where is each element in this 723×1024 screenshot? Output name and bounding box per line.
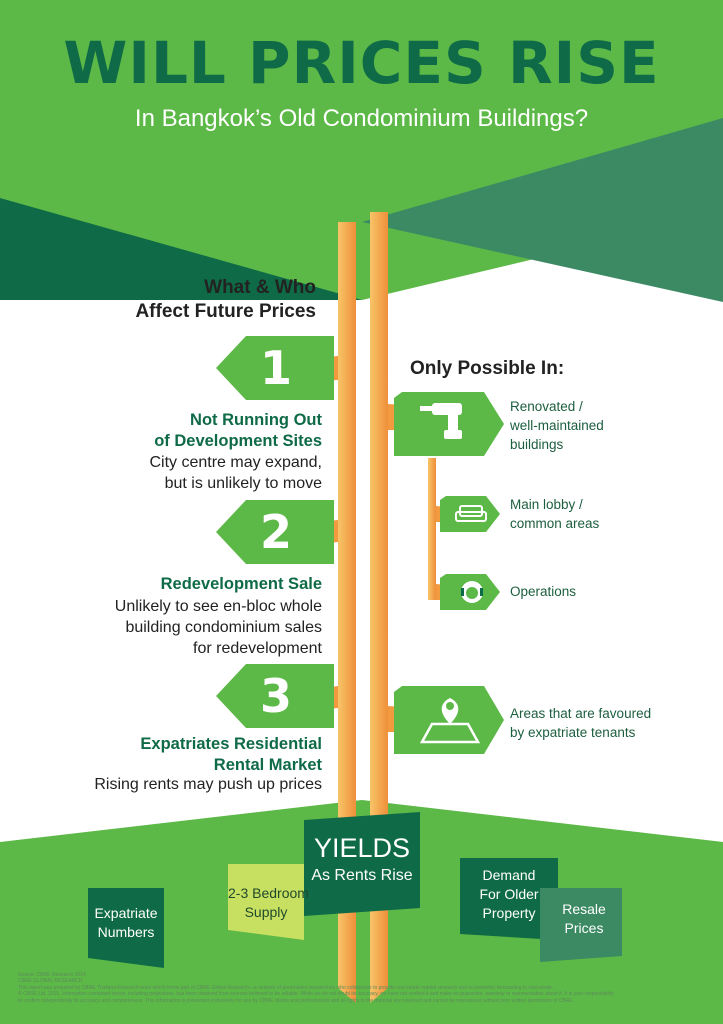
factor-2-title-line: Redevelopment Sale xyxy=(160,575,322,593)
condition-lobby: Main lobby / common areas xyxy=(510,495,599,533)
sofa-icon xyxy=(455,505,487,522)
factor-3-description-line: Rising rents may push up prices xyxy=(94,776,322,793)
expatriate-label-line: Numbers xyxy=(97,924,155,940)
yields-subtitle: As Rents Rise xyxy=(311,867,413,884)
resale-box xyxy=(540,888,622,962)
map-pin-icon xyxy=(419,698,481,744)
factor-number-3: 3 xyxy=(259,669,292,723)
factor-2-description-line: for redevelopment xyxy=(193,640,322,657)
factor-2-title: Redevelopment Sale xyxy=(52,574,322,595)
orange-branch-bar xyxy=(428,458,436,600)
yields-title: YIELDS xyxy=(313,833,411,863)
section-heading-line: What & Who xyxy=(204,277,316,298)
drill-icon xyxy=(420,403,462,439)
factor-1-description-line: City centre may expand, xyxy=(149,454,322,471)
orange-bar-right xyxy=(370,212,388,1003)
factor-2-description-line: building condominium sales xyxy=(125,619,322,636)
footer-line: CBRE GLOBAL RESEARCH xyxy=(18,978,83,985)
conditions-heading: Only Possible In: xyxy=(410,358,565,379)
condition-operations-line: Operations xyxy=(510,584,577,599)
factor-3-title-line: Rental Market xyxy=(213,756,322,774)
bedroom-label-line: 2-3 Bedroom xyxy=(228,885,309,901)
factor-1-description-line: but is unlikely to move xyxy=(164,475,322,492)
resale-label-line: Resale xyxy=(562,901,606,917)
number-arrow-2 xyxy=(216,500,334,564)
footer-line: to confirm independently its accuracy an… xyxy=(18,997,575,1004)
factor-1-title-line: Not Running Out xyxy=(190,411,322,429)
condition-renovated-line: well-maintained xyxy=(510,418,604,433)
condition-areas-line: by expatriate tenants xyxy=(510,725,636,740)
condition-arrow-sofa xyxy=(440,496,500,532)
condition-areas-line: Areas that are favoured xyxy=(510,706,652,721)
section-heading: What & Who Affect Future Prices xyxy=(90,276,316,324)
demand-label-line: Demand xyxy=(482,867,536,883)
demand-label-line: Property xyxy=(482,905,536,921)
page-title: WILL PRICES RISE xyxy=(63,29,660,97)
condition-lobby-line: common areas xyxy=(510,516,600,531)
bedroom-supply-label: 2-3 Bedroom Supply xyxy=(228,884,309,922)
number-arrow-1 xyxy=(216,336,334,400)
condition-lobby-line: Main lobby / xyxy=(510,497,583,512)
expatriate-box xyxy=(88,888,164,968)
factor-number-2: 2 xyxy=(259,505,292,559)
header-left-shade xyxy=(0,198,362,300)
factor-number-1: 1 xyxy=(259,341,292,395)
condition-renovated-line: Renovated / xyxy=(510,399,583,414)
bedroom-box xyxy=(228,864,304,940)
factor-1-title-line: of Development Sites xyxy=(154,432,322,450)
factor-3-title-line: Expatriates Residential xyxy=(140,735,322,753)
number-arrow-3 xyxy=(216,664,334,728)
expatriate-numbers-label: Expatriate Numbers xyxy=(88,904,164,942)
resale-prices-label: Resale Prices xyxy=(546,900,622,938)
header-right-shade xyxy=(362,118,723,302)
factor-1-title: Not Running Out of Development Sites xyxy=(52,410,322,452)
footer-disclaimer: Source: CBRE Research 2014 CBRE GLOBAL R… xyxy=(18,972,708,1004)
factor-3-title: Expatriates Residential Rental Market xyxy=(52,734,322,776)
orange-bar-left xyxy=(338,222,356,1003)
factor-2-description-line: Unlikely to see en-bloc whole xyxy=(114,598,322,615)
footer-line: © CBRE Ltd. 2015. Information contained … xyxy=(18,991,614,998)
resale-label-line: Prices xyxy=(564,920,604,936)
demand-label: Demand For Older Property xyxy=(460,866,558,923)
section-heading-line: Affect Future Prices xyxy=(135,301,316,322)
demand-box xyxy=(460,858,558,940)
yields-box xyxy=(304,812,420,916)
bedroom-label-line: Supply xyxy=(244,904,288,920)
footer-line: Source: CBRE Research 2014 xyxy=(18,972,86,978)
footer-line: This report was prepared by CBRE Thailan… xyxy=(18,984,554,991)
headset-icon xyxy=(461,581,483,603)
demand-label-line: For Older xyxy=(479,886,539,902)
condition-renovated-line: buildings xyxy=(510,437,564,452)
expatriate-label-line: Expatriate xyxy=(94,905,158,921)
condition-renovated: Renovated / well-maintained buildings xyxy=(510,397,604,454)
page-subtitle: In Bangkok’s Old Condominium Buildings? xyxy=(134,105,589,132)
factor-1-description: City centre may expand, but is unlikely … xyxy=(22,452,322,494)
condition-areas: Areas that are favoured by expatriate te… xyxy=(510,704,651,742)
factor-3-description: Rising rents may push up prices xyxy=(22,774,322,795)
condition-operations: Operations xyxy=(510,582,576,601)
factor-2-description: Unlikely to see en-bloc whole building c… xyxy=(22,596,322,659)
